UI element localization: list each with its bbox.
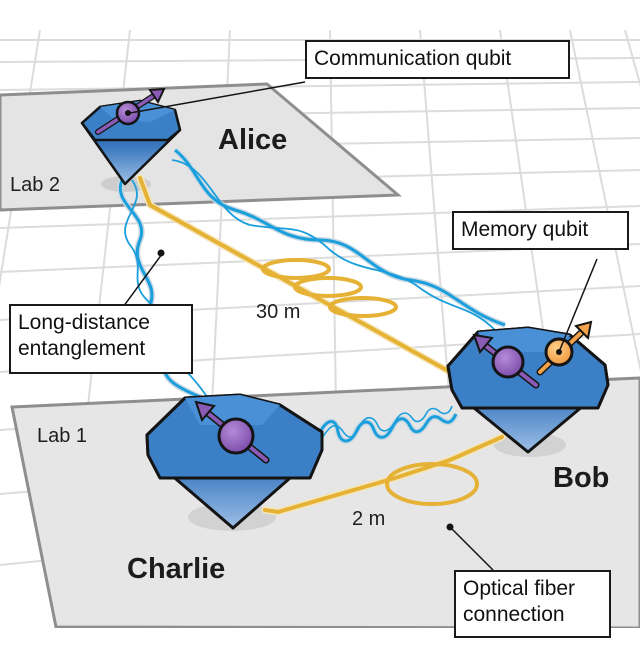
alice-label: Alice <box>218 124 288 156</box>
memory-qubit-callout-text: Memory qubit <box>461 218 589 241</box>
fiber-marker <box>446 523 454 531</box>
fiber-callout: Optical fiber connection <box>454 570 611 638</box>
charlie-communication-qubit[interactable] <box>194 400 270 464</box>
fiber-alice-bob <box>136 174 454 376</box>
callout-leaders <box>111 81 598 571</box>
entanglement-callout-line1: Long-distance <box>18 311 150 334</box>
distance-30m-label: 30 m <box>256 301 301 323</box>
entanglement-alice-bob <box>171 147 506 331</box>
memory-qubit-callout: Memory qubit <box>452 211 629 250</box>
bob-label: Bob <box>553 462 610 494</box>
entanglement-bob-charlie <box>317 405 459 444</box>
fiber-bob-charlie <box>261 433 506 516</box>
charlie-label: Charlie <box>127 553 226 585</box>
communication-qubit-callout-text: Communication qubit <box>314 47 512 70</box>
fiber-callout-line2: connection <box>463 603 565 626</box>
entanglement-callout-line2: entanglement <box>18 337 146 360</box>
communication-qubit-callout: Communication qubit <box>305 40 570 79</box>
alice-communication-qubit[interactable] <box>95 87 166 135</box>
lab-2-label: Lab 2 <box>10 174 61 196</box>
fiber-callout-line1: Optical fiber <box>463 577 576 600</box>
bob-communication-qubit[interactable] <box>472 333 540 389</box>
entanglement-callout: Long-distance entanglement <box>9 304 193 374</box>
distance-2m-label: 2 m <box>352 508 386 530</box>
lab-1-label: Lab 1 <box>37 425 88 447</box>
entanglement-marker <box>157 249 165 257</box>
